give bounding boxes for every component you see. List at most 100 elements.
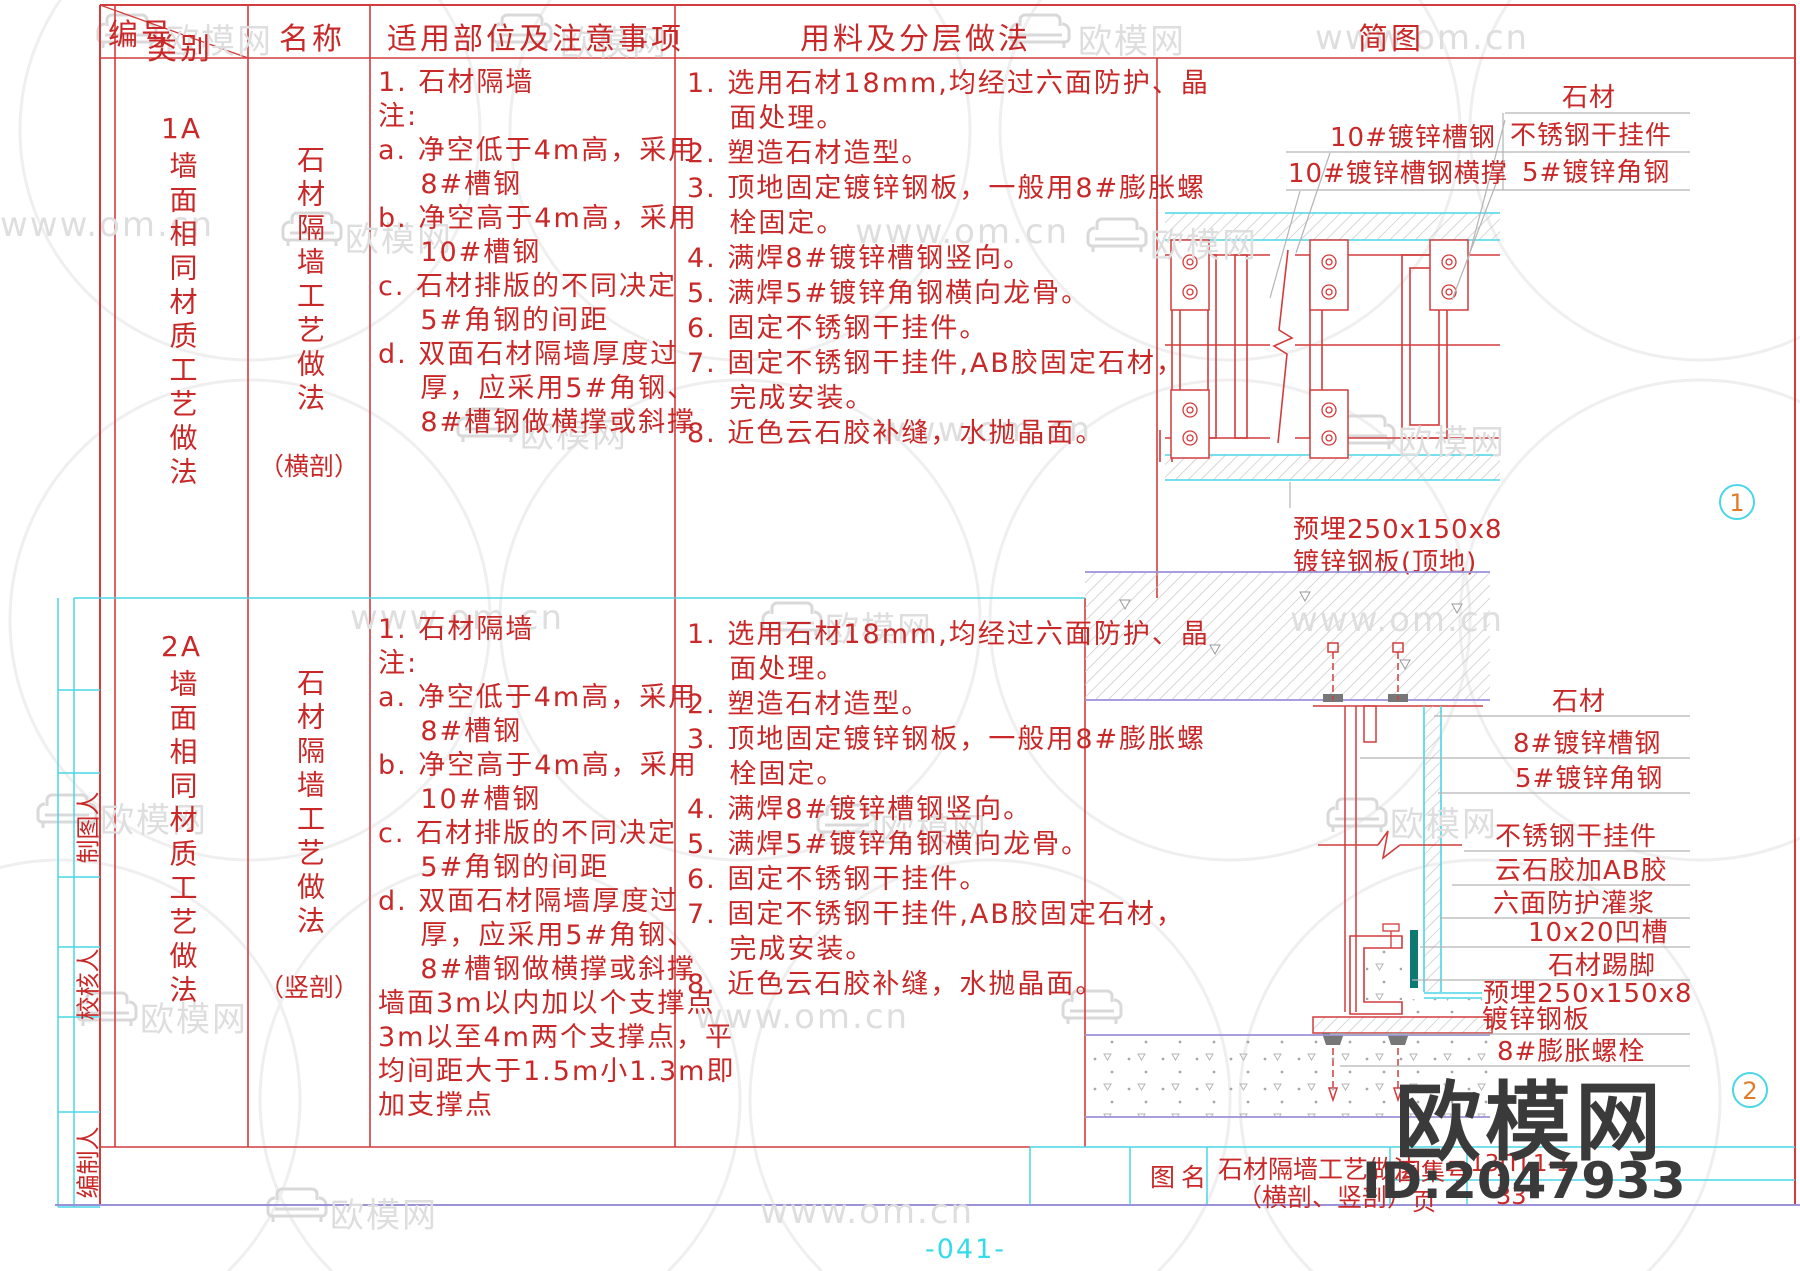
text-line: 8#槽钢 [378,169,523,200]
watermark-brand: 欧模网 [1390,805,1498,845]
header-col-method: 用料及分层做法 [800,22,1031,57]
text-line: 完成安装。 [687,383,875,414]
header-diagonal [99,4,249,59]
diagram2-label-angle-steel: 5#镀锌角钢 [1515,764,1663,794]
text-line: 加支撑点 [378,1090,494,1121]
header-col-sketch: 简图 [1358,22,1424,57]
watermark-id: ID:2047933 [1362,1152,1686,1210]
break-symbol-2 [1318,830,1462,860]
row1-number-category: 1A 墙面相同材质工艺做法 [115,112,248,495]
diagram1-label-embed-plate-1: 预埋250x150x8 [1293,515,1503,545]
text-line: 墙面3m以内加以个支撑点 [378,988,716,1019]
footer-page-number: -041- [925,1234,1007,1265]
row1-name: 石材隔墙工艺做法 [248,145,370,421]
text-line: d. 双面石材隔墙厚度过 [378,886,680,917]
titleblock-atlas-no: 13JTL1-1 [1470,1151,1571,1177]
text-line: 1. 选用石材18mm,均经过六面防护、晶 [687,68,1210,99]
diagram1-label-channel: 10#镀锌槽钢 [1330,123,1496,153]
diagram2-label-skirting: 石材踢脚 [1548,951,1656,981]
text-line: 8#槽钢 [378,716,523,747]
watermark-brand: 欧模网 [345,220,453,260]
text-line: 8#槽钢做横撑或斜撑 [378,954,697,985]
text-line: 厚，应采用5#角钢、 [378,920,697,951]
watermark-brand: 欧模网 [1150,226,1258,266]
text-line: 1. 选用石材18mm,均经过六面防护、晶 [687,619,1210,650]
row1-number: 1A [161,112,202,145]
diagram2-label-glue: 云石胶加AB胶 [1495,856,1668,886]
text-line: 5#角钢的间距 [378,852,610,883]
text-line: 6. 固定不锈钢干挂件。 [687,313,989,344]
text-line: 均间距大于1.5m小1.3m即 [378,1056,736,1087]
text-line: 3m以至4m两个支撑点，平 [378,1022,734,1053]
row2-method: 1. 选用石材18mm,均经过六面防护、晶 面处理。2. 塑造石材造型。3. 顶… [687,617,1210,1002]
text-line: a. 净空低于4m高，采用 [378,135,698,166]
text-line: d. 双面石材隔墙厚度过 [378,339,680,370]
titleblock-page-no: 33 [1496,1182,1527,1210]
watermark-brand: 欧模网 [330,1196,438,1236]
text-line: a. 净空低于4m高，采用 [378,682,698,713]
watermark-url: www.om.cn [1315,18,1530,58]
diagram-2-vertical-section: 石材 8#镀锌槽钢 5#镀锌角钢 不锈钢干挂件 云石胶加AB胶 六面防护灌浆 1… [1085,571,1693,1118]
watermark-url: www.om.cn [350,598,565,638]
diagram1-label-hanger: 不锈钢干挂件 [1510,121,1672,151]
margin-label-checker: 校核人 [74,948,103,1021]
watermark-url: www.om.cn [0,205,215,245]
text-line: 8. 近色云石胶补缝，水抛晶面。 [687,418,1105,449]
titleblock-page-label: 页 [1412,1188,1436,1216]
text-line: 4. 满焊8#镀锌槽钢竖向。 [687,243,1033,274]
watermark-url: www.om.cn [855,212,1070,252]
text-line: b. 净空高于4m高，采用 [378,203,698,234]
table-grid-cyan [57,597,1795,1208]
watermark-url: www.om.cn [760,1192,975,1232]
titleblock-label: 图名 [1150,1163,1213,1192]
margin-label-compiler: 编制人 [74,1126,103,1199]
text-line: 7. 固定不锈钢干挂件,AB胶固定石材， [687,348,1185,379]
text-line: b. 净空高于4m高，采用 [378,750,698,781]
row2-number-category: 2A 墙面相同材质工艺做法 [115,630,248,1013]
titleblock-atlas-label: 图集号 [1397,1158,1469,1186]
row1-name-sub: （横剖） [258,452,359,481]
diagram1-label-channel-brace: 10#镀锌槽钢横撑 [1288,159,1508,189]
watermark-brand: 欧模网 [560,24,668,64]
header-col-name: 名称 [279,22,345,57]
watermark-brand-large: 欧模网 [1395,1073,1665,1173]
watermark-brand: 欧模网 [100,801,208,841]
text-line: 5#角钢的间距 [378,305,610,336]
text-line: 完成安装。 [687,934,875,965]
diagram2-label-groove: 10x20凹槽 [1528,918,1669,948]
diagram1-label-angle-steel: 5#镀锌角钢 [1522,158,1670,188]
text-line: 栓固定。 [687,208,846,239]
text-line: 7. 固定不锈钢干挂件,AB胶固定石材， [687,899,1185,930]
diagram2-label-embed-plate-1: 预埋250x150x8 [1483,979,1693,1009]
text-line: 注: [378,101,419,132]
text-line: c. 石材排版的不同决定 [378,818,678,849]
diagram2-label-anchor-bolt: 8#膨胀螺栓 [1497,1037,1645,1067]
row2-name-sub: （竖剖） [258,973,359,1002]
watermark-brand: 欧模网 [880,811,988,851]
titleblock-drawing-name-2: （横剖、竖剖） [1237,1183,1413,1212]
row1-method: 1. 选用石材18mm,均经过六面防护、晶 面处理。2. 塑造石材造型。3. 顶… [687,66,1210,451]
watermark-url: www.om.cn [1290,600,1505,640]
watermark-url: www.om.cn [695,997,910,1037]
detail-badges: 1 2 [1719,484,1768,1108]
text-line: 厚，应采用5#角钢、 [378,373,697,404]
watermark-brand: 欧模网 [1398,423,1506,463]
text-line: 面处理。 [687,103,846,134]
diagram1-label-stone: 石材 [1562,83,1616,113]
margin-label-drafter: 制图人 [74,791,103,864]
text-line: 面处理。 [687,654,846,685]
header-col-notes: 适用部位及注意事项 [387,22,684,57]
text-line: 3. 顶地固定镀锌钢板，一般用8#膨胀螺 [687,173,1207,204]
titleblock-drawing-name-1: 石材隔墙工艺做法 [1218,1155,1419,1184]
header-col-number: 编号 [108,18,174,53]
text-line: c. 石材排版的不同决定 [378,271,678,302]
text-line: 注: [378,648,419,679]
badge-2-circle [1732,1072,1768,1108]
text-line: 10#槽钢 [378,237,542,268]
row2-name-text: 石材隔墙工艺做法 [293,668,326,940]
text-line: 5. 满焊5#镀锌角钢横向龙骨。 [687,278,1091,309]
text-line: 5. 满焊5#镀锌角钢横向龙骨。 [687,829,1091,860]
